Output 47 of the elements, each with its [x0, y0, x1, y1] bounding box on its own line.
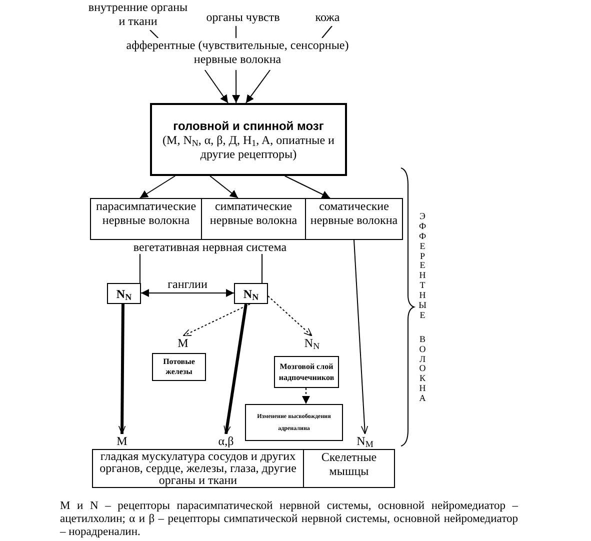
receptor-label: M	[116, 434, 128, 448]
box-text: Мозговой слой надпочечников	[278, 361, 336, 383]
arrow	[204, 70, 228, 104]
ganglion-box	[234, 283, 268, 304]
fiber-label: афферентные (чувствительные, сенсорные) нервные волокна	[125, 38, 350, 66]
source-label: кожа	[315, 10, 340, 24]
vertical-label: ЭФФЕРЕНТНЫЕ ВОЛОКНА	[418, 212, 427, 404]
fiber-box	[201, 198, 306, 240]
box-text: Потовые железы	[162, 357, 196, 377]
arrow	[224, 304, 248, 434]
adrenal-box	[274, 356, 339, 388]
arrow	[140, 289, 234, 297]
arrow	[284, 176, 330, 198]
arrow	[118, 304, 126, 434]
box-text: N$_{N}$	[116, 286, 132, 300]
receptor-label: M	[178, 336, 188, 350]
box-text: парасимпатические нервные волокна	[94, 199, 198, 227]
source-label: органы чувств	[206, 10, 280, 24]
receptor-label: N$_{N}$	[304, 336, 320, 350]
target-box	[303, 449, 395, 488]
box-text: соматические нервные волокна	[309, 199, 399, 227]
arrow	[139, 176, 176, 198]
arrow	[302, 388, 310, 404]
receptor-label: N$_{M}$	[356, 434, 374, 448]
box-text: (M, N$_{N}$, α, β, Д, H$_{1}$, A, опиатные и другие рецепторы)	[162, 132, 336, 160]
receptor-label: α,β	[218, 434, 234, 448]
brain-box	[150, 103, 347, 176]
edge-label: ганглии	[168, 278, 208, 291]
system-label: вегетативная нервная система	[133, 240, 287, 254]
box-text: гладкая мускулатура сосудов и других органов, сердце, железы, глаза, другие органы и ткани	[98, 450, 298, 486]
arrow	[268, 296, 312, 336]
gland-box	[152, 353, 206, 381]
fiber-box	[305, 198, 403, 240]
source-label: внутренние органы и ткани	[88, 0, 188, 28]
effect-box	[245, 404, 343, 441]
arrow	[245, 70, 271, 104]
caption: M и N – рецепторы парасимпатической нервной системы, основной нейромедиатор – ацетилхолин; α и β – рецепторы симпатической нервной системы, основной нейромедиатор – норадреналин.	[60, 500, 518, 539]
arrow	[182, 304, 250, 336]
arrow	[210, 176, 238, 198]
arrow	[232, 70, 240, 104]
box-text: N$_{N}$	[243, 286, 259, 300]
ganglion-box	[107, 283, 141, 304]
box-text: головной и спинной мозг	[173, 118, 324, 132]
fiber-box	[90, 198, 202, 240]
arrow	[354, 240, 368, 434]
box-text: Скелетные мышцы	[320, 450, 378, 478]
box-text: симпатические нервные волокна	[208, 199, 298, 227]
